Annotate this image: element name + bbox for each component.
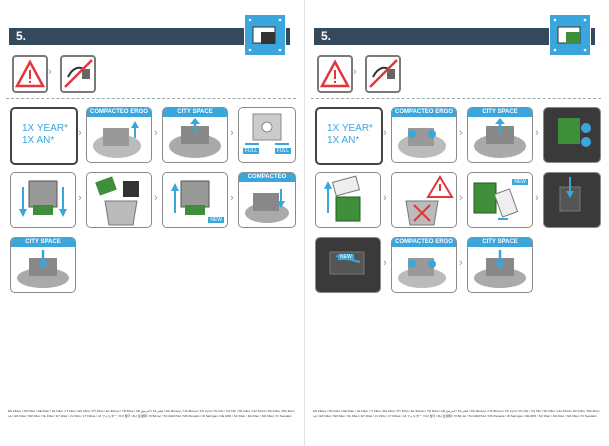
chevron-right-icon: ›	[78, 192, 82, 204]
filter-cartridge-icon	[171, 180, 210, 215]
compacteo-close-tile: COMPACTEO ERGO	[238, 172, 296, 228]
full-label: FULL	[274, 148, 291, 154]
warning-triangle-icon	[12, 55, 48, 93]
unplug-cord-icon	[365, 55, 401, 93]
warning-triangle-icon	[317, 55, 353, 93]
chevron-right-icon: ›	[230, 192, 234, 204]
chevron-right-icon: ›	[154, 192, 158, 204]
compacteo-step-tile: COMPACTEO ERGO	[391, 107, 457, 163]
vacuum-cleaner-icon	[474, 118, 526, 158]
step-number: 5.	[16, 29, 27, 43]
city-space-step-tile: CITY SPACE	[467, 107, 533, 163]
step-number: 5.	[321, 29, 332, 43]
remove-filter-tile	[315, 172, 381, 228]
year-frequency-tile: 1X YEAR* 1X AN*	[10, 107, 78, 165]
chevron-right-icon: ›	[459, 257, 463, 269]
filter-cartridge-icon	[324, 175, 361, 222]
chevron-right-icon: ›	[78, 127, 82, 139]
footer-translations: EN Filters / FR Filtre / DE Filter / NL …	[313, 409, 600, 418]
new-label: NEW	[338, 254, 354, 260]
city-space-close-tile: CITY SPACE	[10, 237, 76, 293]
trash-bin-icon	[405, 175, 454, 226]
chevron-right-icon: ›	[459, 192, 463, 204]
chevron-right-icon: ›	[383, 257, 387, 269]
vacuum-cleaner-icon	[398, 128, 446, 158]
footer-translations: EN Filters / FR Filtre / DE Filter / NL …	[8, 409, 295, 418]
chevron-right-icon: ›	[353, 66, 357, 78]
filter-cartridge-icon	[473, 182, 519, 220]
city-space-step-tile: CITY SPACE	[162, 107, 228, 163]
filter-cartridge-icon	[544, 108, 600, 162]
chevron-right-icon: ›	[48, 66, 52, 78]
insert-filter-tile	[543, 172, 601, 228]
page-fold	[304, 0, 305, 446]
vacuum-cleaner-icon	[169, 118, 221, 158]
compacteo-step-tile: COMPACTEO ERGO	[86, 107, 152, 163]
dust-bag-icon	[245, 113, 289, 145]
vacuum-cleaner-icon	[245, 189, 289, 223]
unplug-cord-icon	[60, 55, 96, 93]
compacteo-close-tile: COMPACTEO ERGO	[391, 237, 457, 293]
open-filter-tile	[543, 107, 601, 163]
vacuum-cleaner-icon	[93, 121, 141, 158]
year-frequency-label: 1X YEAR* 1X AN*	[327, 123, 373, 146]
dispose-filter-tile	[391, 172, 457, 228]
dispose-filter-tile	[86, 172, 152, 228]
full-bag-step-tile: FULL FULL	[238, 107, 296, 163]
filter-cartridge-icon	[19, 180, 67, 217]
section-divider	[311, 98, 601, 99]
year-frequency-tile: 1X YEAR* 1X AN*	[315, 107, 383, 165]
right-page: 5. › 1X YEAR* 1X AN* ›	[305, 0, 609, 446]
chevron-right-icon: ›	[383, 192, 387, 204]
trash-bin-icon	[95, 176, 139, 226]
new-label: NEW	[512, 179, 528, 185]
chevron-right-icon: ›	[535, 192, 539, 204]
full-label: FULL	[243, 148, 260, 154]
chevron-right-icon: ›	[459, 127, 463, 139]
left-page: 5. › 1X YEAR* 1X AN* ›	[0, 0, 304, 446]
filter-thumbnail-icon	[244, 14, 286, 56]
vacuum-cleaner-icon	[474, 250, 526, 288]
close-lid-tile: NEW	[315, 237, 381, 293]
step-header: 5.	[9, 14, 290, 56]
filter-thumbnail-icon	[549, 14, 591, 56]
vacuum-cleaner-icon	[17, 250, 69, 288]
section-divider	[6, 98, 296, 99]
vacuum-cleaner-icon	[544, 173, 600, 227]
insert-new-filter-tile: NEW	[162, 172, 228, 228]
chevron-right-icon: ›	[230, 127, 234, 139]
chevron-right-icon: ›	[383, 127, 387, 139]
chevron-right-icon: ›	[535, 127, 539, 139]
chevron-right-icon: ›	[154, 127, 158, 139]
new-filter-tile: NEW	[467, 172, 533, 228]
city-space-close-tile: CITY SPACE	[467, 237, 533, 293]
vacuum-cleaner-icon	[316, 238, 380, 292]
remove-filter-tile	[10, 172, 76, 228]
step-header: 5.	[314, 14, 595, 56]
vacuum-cleaner-icon	[398, 258, 446, 288]
new-label: NEW	[208, 217, 224, 223]
year-frequency-label: 1X YEAR* 1X AN*	[22, 123, 68, 146]
